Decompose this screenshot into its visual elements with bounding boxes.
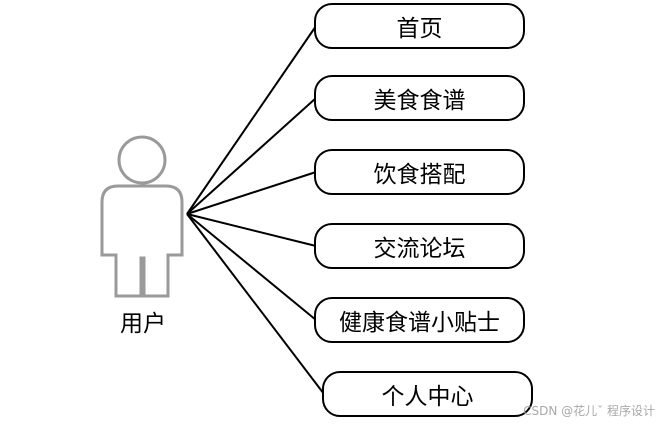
use-case-health-tips: 健康食谱小贴士 [314, 297, 525, 343]
use-case-diet-pairing: 饮食搭配 [314, 149, 525, 195]
use-case-food-recipes: 美食食谱 [314, 75, 525, 121]
watermark: CSDN @花儿ˇ 程序设计 [523, 404, 655, 418]
actor-label: 用户 [120, 311, 166, 337]
line-home [186, 25, 317, 215]
line-food-recipes [186, 97, 317, 215]
use-case-forum: 交流论坛 [314, 223, 525, 269]
use-case-personal-center: 个人中心 [322, 371, 533, 417]
actor-figure [100, 135, 184, 298]
line-diet-pairing [186, 171, 317, 215]
actor-body [100, 184, 184, 298]
association-lines [186, 25, 325, 395]
line-health-tips [186, 213, 317, 321]
actor-head [117, 135, 167, 185]
line-forum [186, 213, 317, 247]
use-case-home: 首页 [314, 3, 525, 49]
line-personal-center [186, 213, 325, 395]
